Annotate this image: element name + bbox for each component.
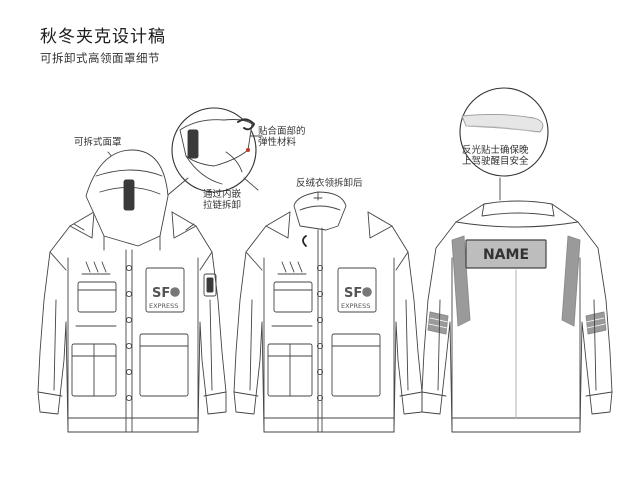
chest-patch-front: [145, 267, 185, 313]
page-title: 秋冬夹克设计稿: [40, 27, 166, 47]
chest-company-text-2: EXPRESS: [341, 302, 370, 310]
chest-logo-text-2: SF: [344, 286, 362, 301]
back-name-text: NAME: [483, 247, 529, 263]
callout-fleece-collar: 反绒衣领拆卸后: [296, 178, 363, 189]
chest-logo-text: SF: [152, 286, 170, 301]
logo-dot-icon: [170, 287, 180, 297]
callout-reflective-strip: 反光贴士确保晚 上驾驶醒目安全: [462, 145, 529, 168]
reflective-detail-circle: [459, 87, 549, 201]
back-name-panel: [465, 239, 547, 269]
callout-zip-detach: 通过内嵌 拉链拆卸: [203, 189, 242, 212]
jacket-back: NAME: [421, 200, 613, 433]
callout-reflective-line1: 反光贴士确保晚: [462, 145, 529, 156]
mask-detail-circle: [149, 107, 263, 211]
chest-company-text: EXPRESS: [149, 302, 178, 310]
callout-fit-material: 贴合面部的 弹性材料: [258, 126, 306, 149]
jacket-front-with-mask: SF EXPRESS: [37, 149, 227, 433]
callout-fit-material-line1: 贴合面部的: [258, 126, 306, 137]
logo-dot-icon: [362, 287, 372, 297]
callout-reflective-line2: 上驾驶醒目安全: [462, 155, 529, 167]
callout-zip-detach-line2: 拉链拆卸: [203, 199, 242, 211]
jacket-front-collar-detached: SF EXPRESS: [233, 191, 423, 433]
mask-band: [187, 129, 199, 159]
reflective-tape-sample: [461, 113, 544, 133]
callout-zip-detach-line1: 通过内嵌: [203, 189, 242, 200]
page-subtitle: 可拆卸式高领面罩细节: [40, 51, 160, 65]
callout-fit-material-line2: 弹性材料: [258, 136, 297, 148]
reflective-panel-right: [561, 235, 581, 327]
callout-detachable-mask: 可拆式面罩: [74, 137, 122, 148]
